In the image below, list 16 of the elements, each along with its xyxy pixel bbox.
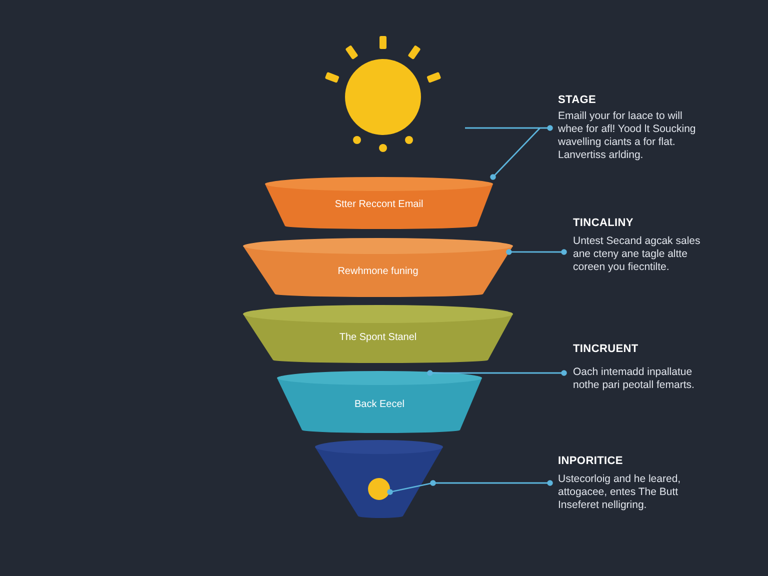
callout-heading: TINCRUENT (573, 343, 640, 356)
leader-line (387, 480, 553, 495)
layer-label: Rewhmone funing (338, 266, 418, 278)
callout-heading: TINCALINY (573, 217, 634, 230)
layer-label: Back Eecel (354, 399, 405, 411)
callout-text: Oach intemadd inpallatue nothe pari peotall femarts. (573, 366, 696, 392)
callout-heading: STAGE (558, 94, 598, 107)
callout-text: Ustecorloig and he leared, attogacee, entes The Butt Inseferet nelligring. (558, 473, 682, 512)
leader-line (506, 249, 567, 255)
leader-line (427, 370, 567, 376)
callout-text: Untest Secand agcak sales ane cteny ane tagle altte coreen you fiecntilte. (573, 235, 702, 274)
leader-line (464, 125, 553, 180)
layer-label: Stter Reccont Email (334, 199, 424, 211)
layer-label: The Spont Stanel (339, 332, 417, 344)
callout-text: Emaill your for laace to will whee for afl! Yood lt Soucking wavelling ciants a for flat. Lanvertiss arlding. (558, 110, 697, 162)
callout-heading: INPORITICE (558, 455, 624, 468)
